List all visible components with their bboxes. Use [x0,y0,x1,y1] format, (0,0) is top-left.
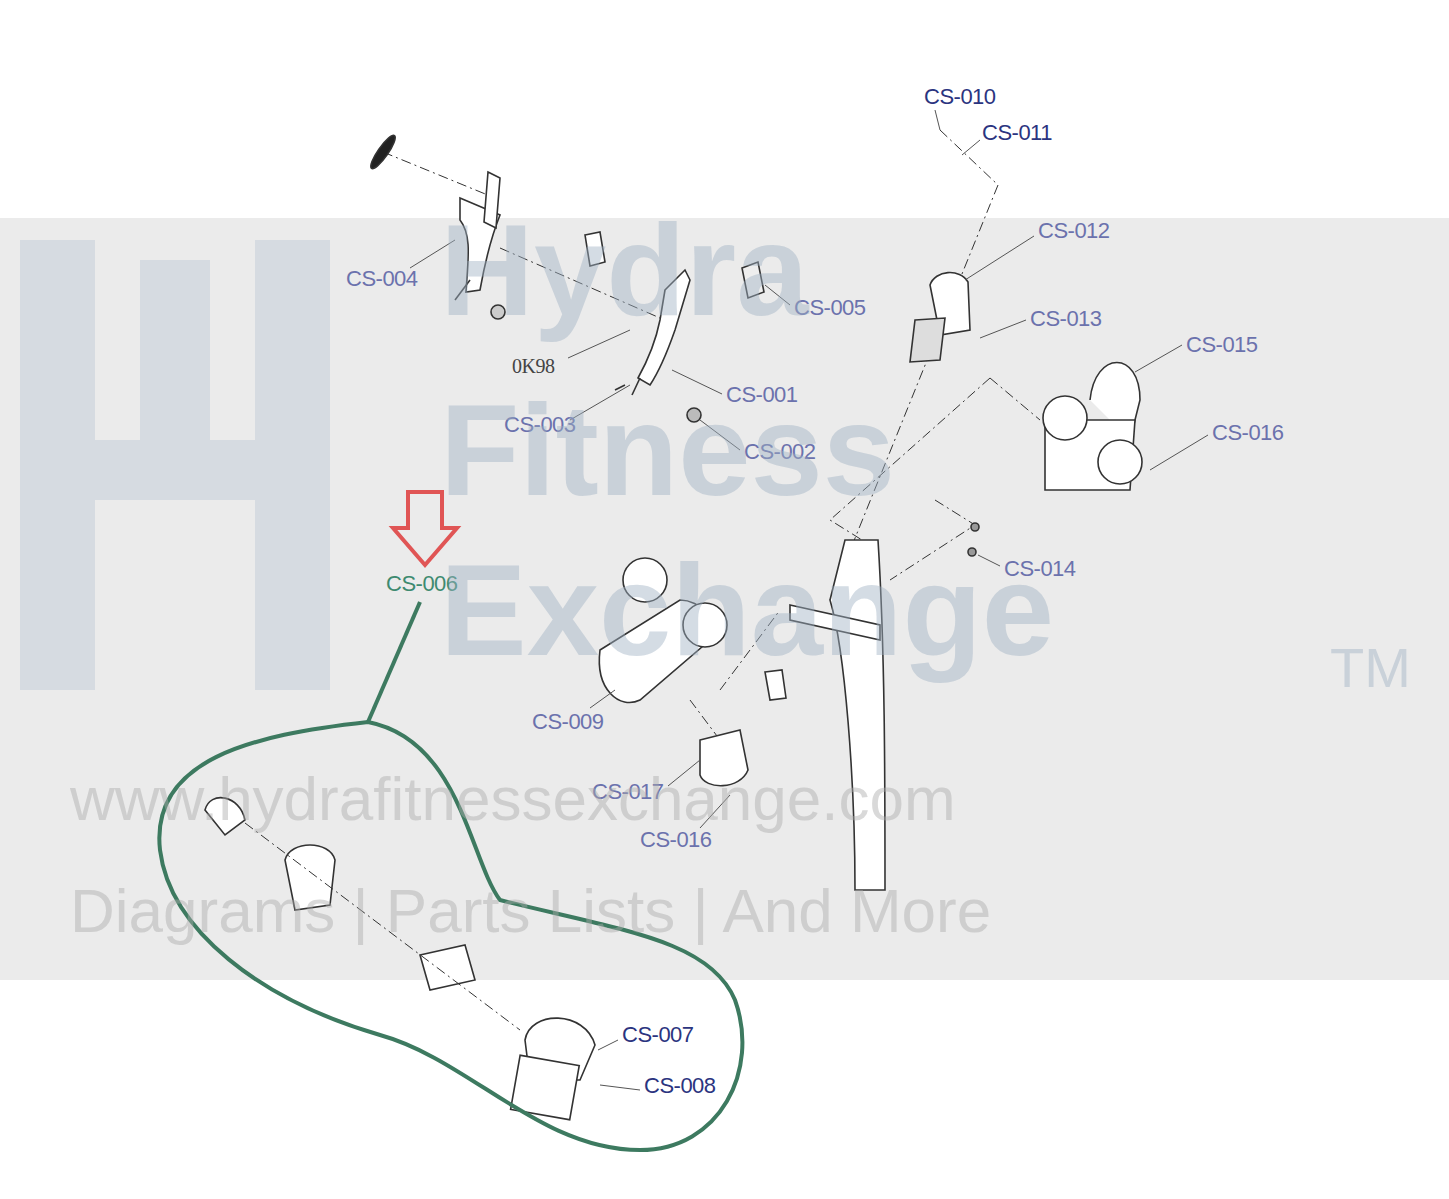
callout-number: CS-015 [1186,334,1258,356]
watermark-text: Hydra [440,205,808,335]
watermark-logo [20,240,330,690]
watermark-text: Exchange [440,545,1054,675]
callout-number: CS-004 [346,268,418,290]
watermark-text: Diagrams | Parts Lists | And More [70,880,991,942]
callout-number: CS-008 [644,1075,716,1097]
callout-number: CS-012 [1038,220,1110,242]
callout-number: CS-010 [924,86,996,108]
callout-number: CS-011 [982,122,1052,144]
watermark-text: www.hydrafitnessexchange.com [70,768,956,830]
watermark-text: Fitness [440,385,895,515]
callout-number: CS-007 [622,1024,694,1046]
callout-number: CS-009 [532,711,604,733]
callout-number: CS-016 [640,829,712,851]
callout-number: CS-013 [1030,308,1102,330]
callout-number: CS-016 [1212,422,1284,444]
callout-number: 0K98 [512,356,554,376]
watermark-text: TM [1330,640,1411,696]
